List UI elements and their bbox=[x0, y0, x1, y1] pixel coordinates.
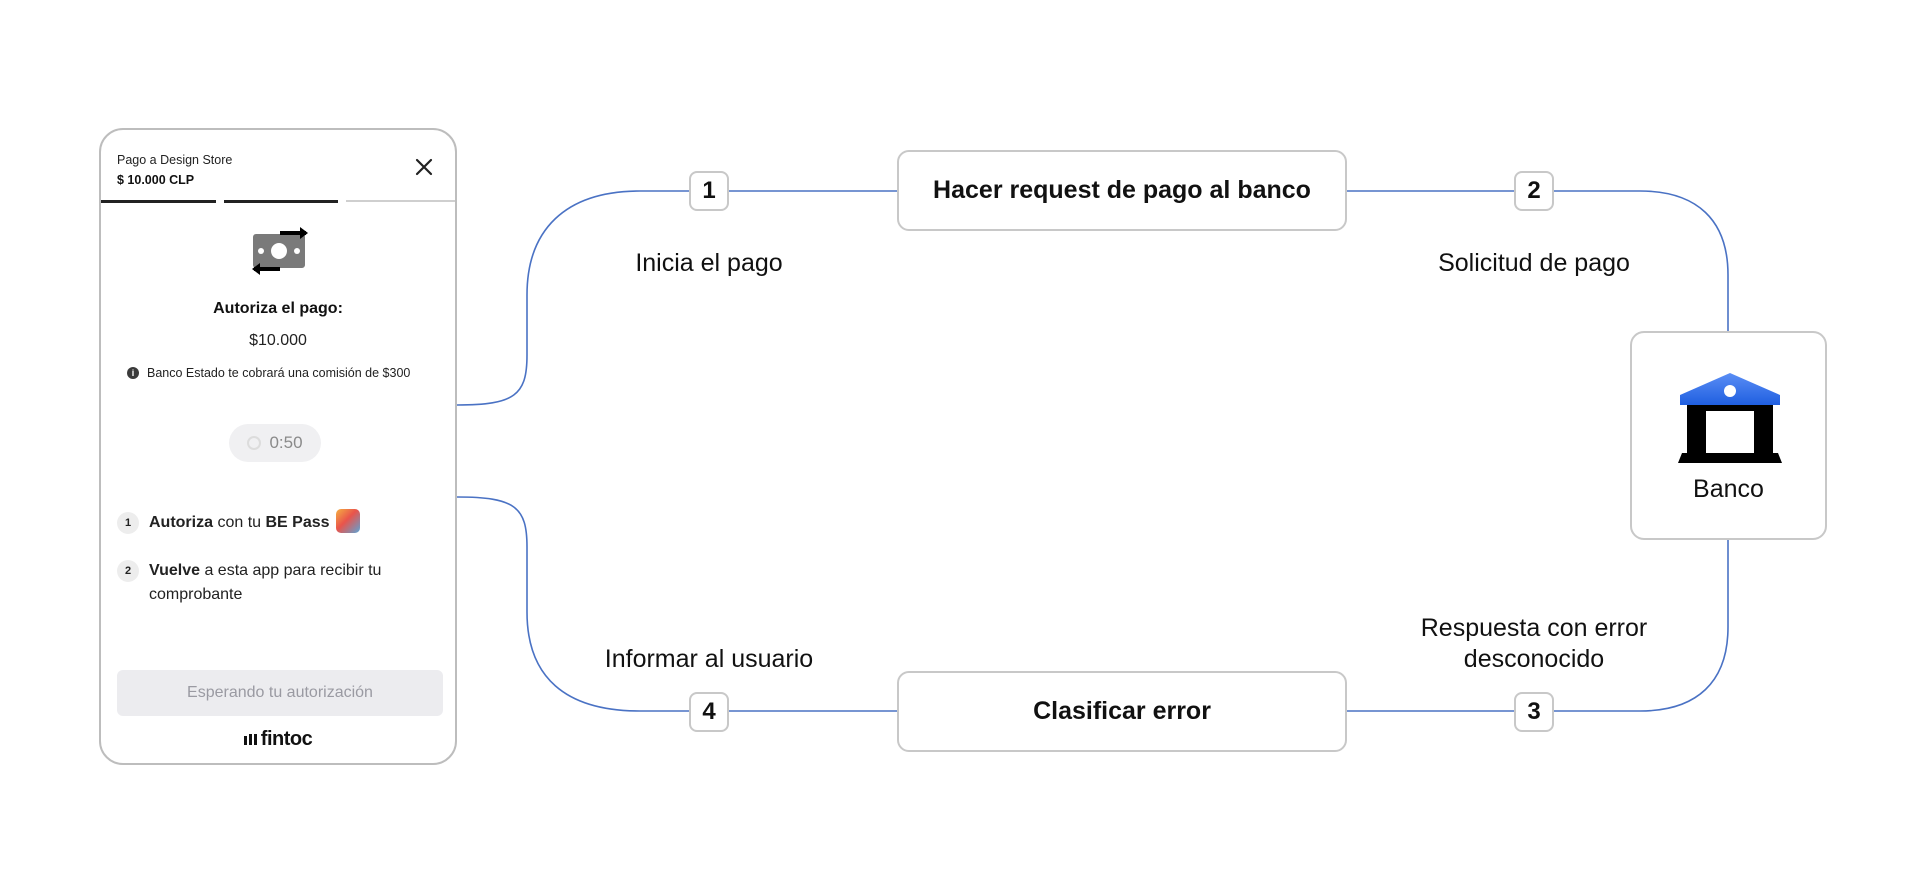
progress-step-2 bbox=[224, 200, 338, 203]
request-payment-box: Hacer request de pago al banco bbox=[897, 150, 1347, 231]
step-badge-4: 4 bbox=[689, 692, 729, 732]
progress-step-1 bbox=[101, 200, 216, 203]
step-number: 2 bbox=[117, 560, 139, 582]
progress-step-3 bbox=[346, 200, 455, 202]
connector-bottom bbox=[456, 496, 1729, 712]
money-transfer-icon bbox=[252, 227, 308, 275]
step-badge-1: 1 bbox=[689, 171, 729, 211]
step-text: Vuelve a esta app para recibir tu compro… bbox=[149, 562, 382, 603]
payment-widget: Pago a Design Store $ 10.000 CLP Autoriz… bbox=[99, 128, 457, 765]
timer-icon bbox=[247, 436, 262, 450]
step-text: Autoriza con tu BE Pass bbox=[149, 509, 360, 535]
step-label-4: Informar al usuario bbox=[604, 645, 814, 673]
step-label-2: Solicitud de pago bbox=[1438, 249, 1630, 277]
connector-top bbox=[456, 190, 1729, 406]
authorize-amount: $10.000 bbox=[249, 332, 307, 349]
fintoc-logo-icon bbox=[243, 734, 257, 745]
bank-label: Banco bbox=[1693, 475, 1764, 503]
info-icon: i bbox=[127, 367, 139, 379]
fee-notice: i Banco Estado te cobrará una comisión d… bbox=[127, 366, 410, 380]
header-amount: $ 10.000 CLP bbox=[117, 173, 195, 187]
fintoc-logo: fintoc bbox=[101, 728, 455, 751]
countdown-timer: 0:50 bbox=[229, 424, 321, 462]
authorize-title: Autoriza el pago: bbox=[213, 300, 343, 317]
bank-node: Banco bbox=[1630, 331, 1827, 540]
timer-value: 0:50 bbox=[269, 433, 303, 452]
step-badge-3: 3 bbox=[1514, 692, 1554, 732]
step-number: 1 bbox=[117, 512, 139, 534]
step-label-1: Inicia el pago bbox=[635, 249, 783, 277]
close-icon[interactable] bbox=[413, 156, 435, 178]
bank-icon bbox=[1678, 373, 1782, 463]
fee-text: Banco Estado te cobrará una comisión de … bbox=[147, 366, 411, 380]
classify-error-box: Clasificar error bbox=[897, 671, 1347, 752]
merchant-title: Pago a Design Store bbox=[117, 153, 233, 167]
step-label-3: Respuesta con error desconocido bbox=[1420, 614, 1648, 673]
be-pass-app-icon bbox=[335, 509, 360, 533]
waiting-authorization-button[interactable]: Esperando tu autorización bbox=[117, 670, 443, 716]
instruction-step-2: 2 Vuelve a esta app para recibir tu comp… bbox=[117, 559, 417, 607]
step-badge-2: 2 bbox=[1514, 171, 1554, 211]
instruction-step-1: 1 Autoriza con tu BE Pass bbox=[117, 509, 360, 535]
